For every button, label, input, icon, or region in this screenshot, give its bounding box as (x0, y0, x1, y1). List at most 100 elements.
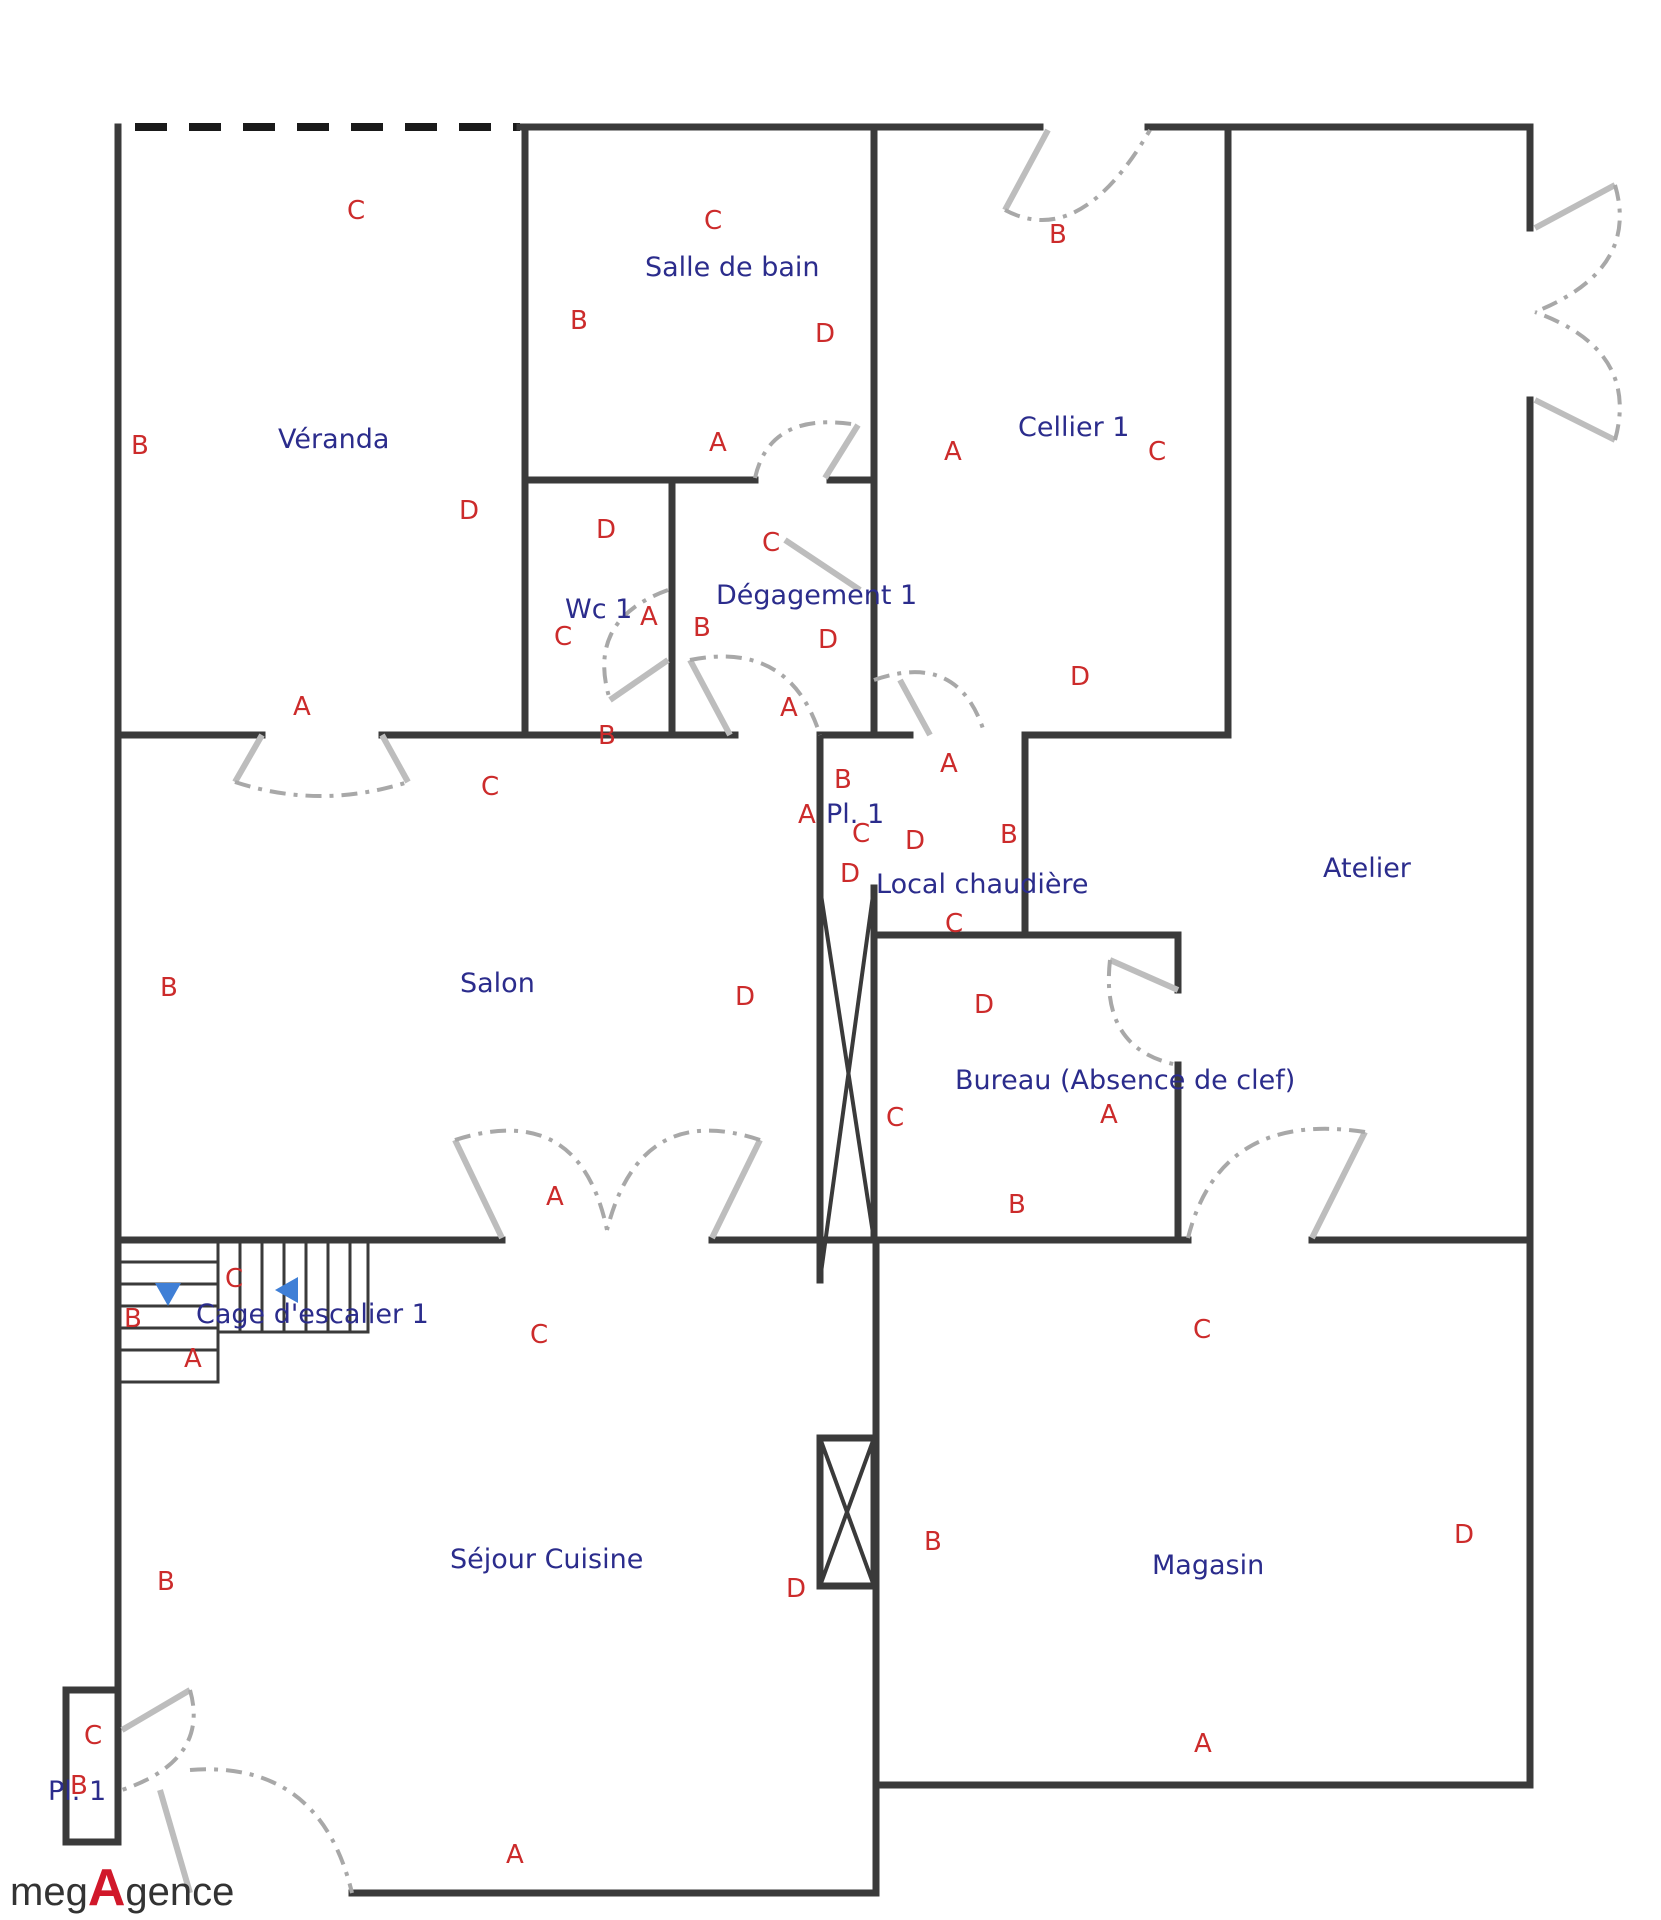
stair-upper-run (216, 1238, 370, 1334)
door-entree-arc-1 (121, 1689, 196, 1792)
room-label-placard: Pl. 1 (826, 799, 884, 830)
wall-letter-salon-a: A (546, 1182, 564, 1212)
door-wc-arc (602, 588, 669, 701)
wall-letter-sdb-c: C (704, 206, 722, 236)
shaft-upper-x2 (818, 887, 876, 1281)
shaft-sejour-x2 (818, 1437, 876, 1587)
door-cellier-top-leaf (1002, 128, 1051, 212)
door-atelier-leaf (1309, 1130, 1368, 1240)
wall-letter-wc-a: A (640, 602, 658, 632)
room-label-bureau: Bureau (Absence de clef) (955, 1065, 1295, 1096)
wall-letter-salon-c: C (481, 772, 499, 802)
wall-letter-pl-a: A (798, 800, 816, 830)
door-cellier-bottom-leaf (897, 678, 933, 737)
door-right-arc-2 (1534, 310, 1622, 441)
door-degagement-arc (689, 654, 822, 736)
room-label-salle-de-bain: Salle de bain (645, 252, 820, 283)
wall-letter-bureau-a: A (1100, 1100, 1118, 1130)
door-atelier-arc (1186, 1126, 1366, 1239)
wall-letter-magasin-c: C (1193, 1315, 1211, 1345)
room-label-local-chaudiere: Local chaudière (876, 869, 1089, 900)
wall-letter-veranda-d: D (459, 496, 479, 526)
wall-letter-magasin-b: B (924, 1527, 942, 1557)
wall-letter-chaudiere-b: B (1000, 820, 1018, 850)
megagence-logo: megAgence (10, 1858, 234, 1918)
logo-suffix: gence (125, 1870, 235, 1914)
room-labels: Véranda Salle de bain Cellier 1 Wc 1 Dég… (48, 252, 1412, 1807)
room-label-veranda: Véranda (278, 424, 389, 455)
wall-letter-chaudiere-c: C (945, 909, 963, 939)
door-veranda-leaf-1 (232, 733, 265, 784)
wall-letter-sdb-a: A (709, 428, 727, 458)
wall-letter-veranda-b: B (131, 431, 149, 461)
placard-entree (62, 1686, 122, 1846)
wall-letter-deg-c: C (762, 528, 780, 558)
door-veranda-leaf-2 (379, 733, 411, 784)
wall-letter-sejour-c: C (530, 1320, 548, 1350)
wall-letter-cellier-c: C (1148, 437, 1166, 467)
wall-letter-sejour-a: A (506, 1840, 524, 1870)
wall-letter-chaudiere-d: D (905, 826, 925, 856)
wall-letter-placard-entree-c: C (84, 1721, 102, 1751)
wall-letter-escalier-b: B (124, 1304, 142, 1334)
wall-letters: C B D A C B D A B A C D D C A B C B D A … (70, 196, 1474, 1870)
doors (120, 128, 1622, 1894)
door-sdb-leaf (822, 423, 861, 480)
wall-letter-deg-b: B (693, 613, 711, 643)
wall-letter-escalier-c: C (225, 1264, 243, 1294)
room-label-magasin: Magasin (1152, 1550, 1264, 1581)
door-salon-leaf-1 (452, 1138, 505, 1240)
wall-letter-bureau-c: C (886, 1103, 904, 1133)
door-cellier-top-arc (1004, 128, 1152, 222)
door-bureau-leaf (1108, 957, 1180, 993)
shaft-sejour (816, 1434, 878, 1590)
door-salon-leaf-2 (709, 1138, 763, 1240)
door-right-leaf-2 (1533, 397, 1617, 443)
door-wc-leaf (608, 657, 670, 703)
door-entree-arc-2 (189, 1767, 354, 1894)
wall-letter-magasin-d: D (1454, 1520, 1474, 1550)
door-degagement-leaf (687, 658, 733, 737)
door-entree-leaf-1 (120, 1687, 192, 1733)
wall-letter-sejour-d: D (786, 1574, 806, 1604)
shaft-upper-x1 (818, 887, 876, 1241)
room-label-degagement: Dégagement 1 (716, 580, 917, 611)
door-veranda-arc (234, 780, 409, 798)
wall-letter-sdb-b: B (570, 306, 588, 336)
wall-letter-wc-b: B (598, 721, 616, 751)
door-bureau-arc (1106, 959, 1179, 1067)
wall-letter-deg-a: A (780, 693, 798, 723)
logo-mark: A (87, 1859, 126, 1917)
wall-letter-salon-d: D (735, 982, 755, 1012)
wall-letter-pl-b: B (834, 765, 852, 795)
wall-letter-veranda-c: C (347, 196, 365, 226)
wall-letter-chaudiere-a: A (940, 749, 958, 779)
door-salon-arc-1 (454, 1128, 609, 1231)
room-label-placard-entree: Pl. 1 (48, 1776, 106, 1807)
wall-letter-sdb-d: D (815, 319, 835, 349)
door-right-leaf-1 (1533, 182, 1617, 231)
wall-letter-magasin-a: A (1194, 1729, 1212, 1759)
logo-prefix: meg (10, 1870, 88, 1914)
wall-letter-wc-c: C (554, 622, 572, 652)
wall-letter-placard-entree-b: B (70, 1771, 88, 1801)
wall-letter-cellier-b: B (1049, 220, 1067, 250)
door-entree-leaf-2 (157, 1789, 193, 1894)
wall-letter-pl-c: C (852, 819, 870, 849)
room-label-sejour-cuisine: Séjour Cuisine (450, 1544, 643, 1575)
wall-letter-sejour-b: B (157, 1567, 175, 1597)
door-cellier-bottom-arc (873, 670, 987, 736)
door-sdb-arc (753, 420, 859, 479)
staircase (118, 1238, 370, 1384)
room-label-salon: Salon (460, 968, 535, 999)
room-label-cage-escalier: Cage d'escalier 1 (196, 1299, 429, 1330)
stair-arrow-left (275, 1277, 298, 1303)
wall-letter-cellier-d: D (1070, 662, 1090, 692)
wall-letter-bureau-b: B (1008, 1190, 1026, 1220)
room-label-wc: Wc 1 (565, 594, 632, 625)
door-degagement-inner-leaf (783, 537, 862, 593)
stair-arrow-down (155, 1283, 181, 1306)
door-right-arc-1 (1534, 184, 1622, 314)
wall-letter-pl-d: D (840, 859, 860, 889)
